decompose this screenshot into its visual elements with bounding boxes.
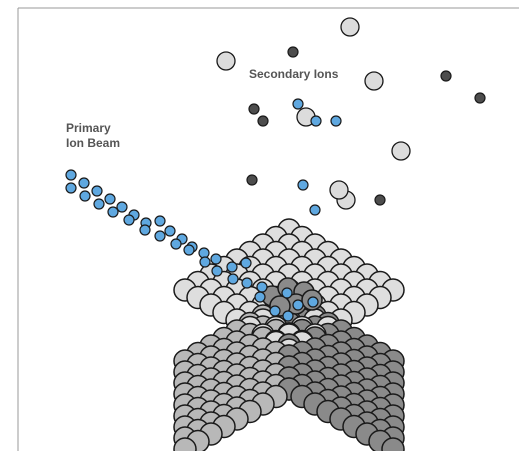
- primary-ion: [307, 296, 319, 308]
- primary-ion: [154, 215, 166, 227]
- diagram-frame: [17, 7, 519, 451]
- primary-ion: [123, 214, 135, 226]
- primary-ion: [282, 310, 294, 322]
- secondary-ion-blue: [309, 204, 321, 216]
- primary-ion: [211, 265, 223, 277]
- secondary-ion-light: [391, 141, 411, 161]
- secondary-ion-blue: [310, 115, 322, 127]
- primary-ion: [164, 225, 176, 237]
- primary-ion-beam: [65, 169, 319, 322]
- secondary-ion-blue: [297, 179, 309, 191]
- secondary-ion-dark: [248, 103, 260, 115]
- secondary-ions-label: Secondary Ions: [249, 67, 338, 82]
- secondary-ion-light: [340, 17, 360, 37]
- primary-ion: [210, 253, 222, 265]
- primary-ion: [227, 273, 239, 285]
- primary-ion: [256, 281, 268, 293]
- primary-ion: [107, 206, 119, 218]
- primary-ion: [104, 193, 116, 205]
- primary-ion: [78, 177, 90, 189]
- primary-ion-beam-label: Primary Ion Beam: [66, 121, 120, 151]
- primary-ion: [154, 230, 166, 242]
- secondary-ion-light: [364, 71, 384, 91]
- secondary-ion-dark: [246, 174, 258, 186]
- secondary-ion-light: [216, 51, 236, 71]
- primary-ion: [269, 305, 281, 317]
- primary-ion: [116, 201, 128, 213]
- primary-ion: [65, 182, 77, 194]
- primary-ion: [226, 261, 238, 273]
- secondary-ion-light: [329, 180, 349, 200]
- primary-ion: [93, 198, 105, 210]
- primary-ion: [281, 287, 293, 299]
- primary-label-line2: Ion Beam: [66, 136, 121, 150]
- primary-label-line1: Primary: [66, 121, 111, 135]
- secondary-ion-blue: [292, 98, 304, 110]
- primary-ion: [139, 224, 151, 236]
- crystal-atom: [381, 437, 405, 451]
- primary-ion: [91, 185, 103, 197]
- secondary-ions-label-text: Secondary Ions: [249, 67, 339, 81]
- primary-ion: [183, 244, 195, 256]
- secondary-ion-blue: [330, 115, 342, 127]
- primary-ion: [170, 238, 182, 250]
- secondary-ion-dark: [440, 70, 452, 82]
- crystal-atom: [173, 437, 197, 451]
- primary-ion: [241, 277, 253, 289]
- primary-ion: [254, 291, 266, 303]
- secondary-ion-dark: [474, 92, 486, 104]
- primary-ion: [65, 169, 77, 181]
- secondary-ion-dark: [287, 46, 299, 58]
- primary-ion: [292, 299, 304, 311]
- secondary-ions: [216, 17, 486, 216]
- primary-ion: [199, 256, 211, 268]
- primary-ion: [79, 190, 91, 202]
- secondary-ion-dark: [257, 115, 269, 127]
- primary-ion: [240, 257, 252, 269]
- secondary-ion-dark: [374, 194, 386, 206]
